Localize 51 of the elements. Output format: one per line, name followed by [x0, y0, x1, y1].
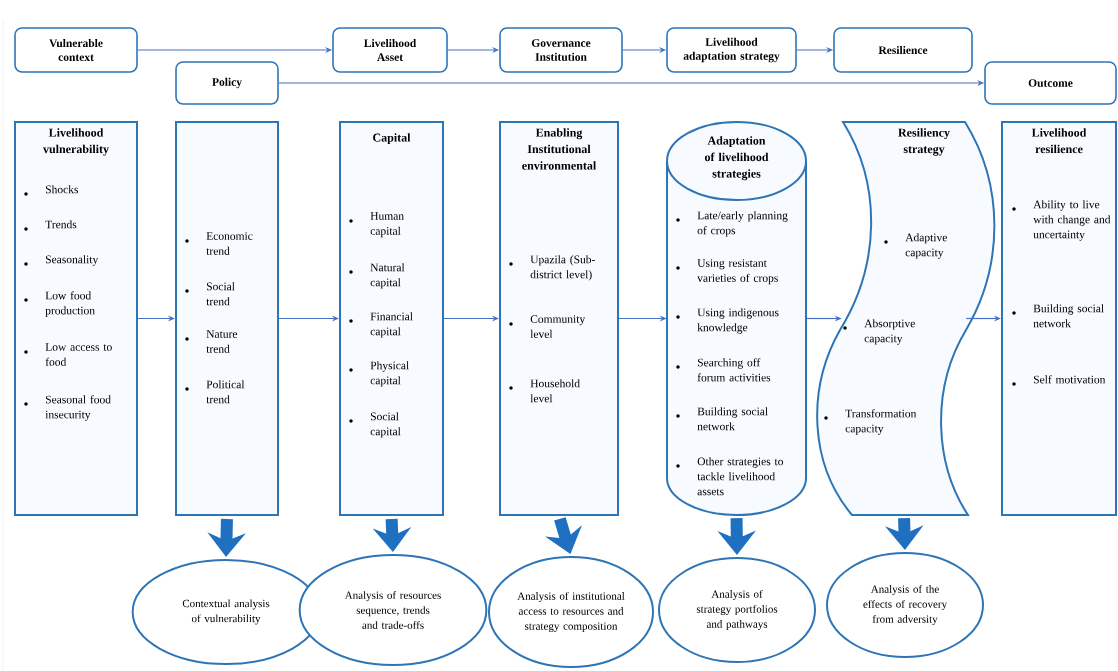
bullet-item: Shocks — [24, 185, 78, 196]
bullet-item: Natural capital — [349, 263, 405, 289]
node-label: Analysis of resources sequence, trends and trade-offs — [344, 591, 441, 629]
bullet-item: Absorptive capacity — [843, 319, 915, 345]
wavy-banner — [816, 121, 996, 516]
column-heading: Capital — [373, 133, 411, 145]
column-heading: Livelihood resilience — [1031, 128, 1087, 154]
stage-box: Livelihood Asset — [332, 27, 448, 73]
column-heading: Livelihood vulnerability — [43, 128, 109, 156]
bullet-item: Seasonality — [24, 255, 99, 266]
column-box — [175, 121, 279, 516]
bullet-item: Low food production — [24, 291, 95, 317]
bullet-item: Financial capital — [349, 312, 413, 338]
stage-box: Outcome — [984, 61, 1117, 105]
bullet-item: Community level — [509, 315, 586, 338]
bullet-item: Household level — [509, 379, 580, 403]
bullet-item: Trends — [24, 220, 77, 231]
bullet-item: Social trend — [185, 282, 235, 306]
bullet-item: Using indigenous knowledge — [676, 308, 779, 334]
cylinder-box — [666, 121, 807, 516]
stage-box: Policy — [175, 61, 279, 105]
column-box — [339, 121, 444, 516]
column-heading: Enabling Institutional environmental — [522, 128, 596, 170]
bullet-item: Ability to live with change and uncertainty — [1012, 200, 1111, 241]
column-box — [1001, 121, 1117, 516]
column-box — [499, 121, 619, 516]
bullet-item: Upazila (Sub-district level) — [509, 255, 595, 281]
bullet-item: Using resistant varieties of crops — [676, 259, 778, 285]
bullet-item: Nature trend — [185, 330, 238, 353]
bullet-item: Building social network — [1012, 304, 1104, 328]
bullet-item: Economic trend — [185, 232, 253, 255]
bullet-item: Other strategies to tackle livelihood assets — [676, 457, 783, 496]
bullet-item: Self motivation — [1012, 375, 1106, 386]
stage-box: Vulnerable context — [14, 27, 138, 73]
bullet-item: Low access to food — [24, 343, 112, 366]
bullet-item: Political trend — [185, 380, 245, 404]
bullet-item: Searching off forum activities — [676, 358, 771, 382]
stage-box: Governance Institution — [499, 27, 623, 73]
bullet-item: Adaptive capacity — [884, 233, 947, 259]
bullet-item: Transformation capacity — [824, 409, 917, 435]
bullet-item: Human capital — [349, 212, 404, 238]
stage-box: Resilience — [833, 27, 973, 73]
column-heading: Adaptation of livelihood strategies — [704, 136, 769, 181]
bullet-item: Late/early planning of crops — [676, 211, 788, 237]
bullet-item: Seasonal food insecurity — [24, 395, 111, 421]
bullet-item: Building social network — [676, 407, 768, 431]
column-box — [14, 121, 138, 516]
column-heading: Resiliency strategy — [898, 128, 950, 156]
stage-box: Livelihood adaptation strategy — [666, 27, 797, 73]
bullet-item: Physical capital — [349, 361, 409, 387]
bullet-item: Social capital — [349, 412, 401, 438]
